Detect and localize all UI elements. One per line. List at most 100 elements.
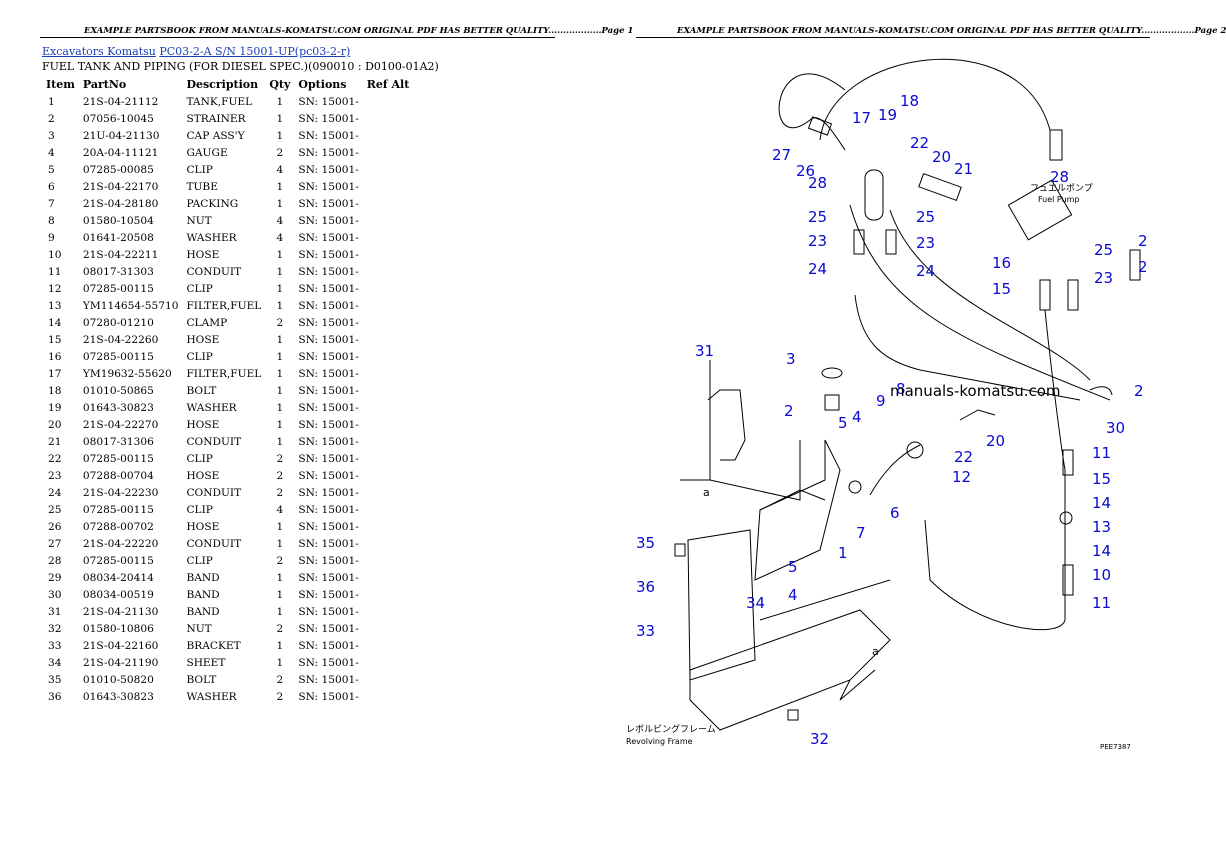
callout-25: 25 (916, 208, 935, 226)
cell-ref-alt (363, 535, 414, 552)
cell-ref-alt (363, 229, 414, 246)
view-letter-a-left: a (703, 486, 710, 499)
cell-partno: 07285-00085 (82, 163, 154, 176)
cell-ref-alt (363, 161, 414, 178)
cell-item: 19 (48, 401, 62, 414)
col-header-options: Options (298, 78, 347, 91)
page1-header: EXAMPLE PARTSBOOK FROM MANUALS-KOMATSU.C… (84, 26, 634, 36)
filter-17-body (864, 169, 884, 221)
callout-4: 4 (852, 408, 862, 426)
cell-options: SN: 15001- (298, 282, 359, 295)
gauge-4 (848, 480, 862, 494)
breadcrumb-link-excavators[interactable]: Excavators Komatsu (42, 45, 156, 58)
cell-description: CLIP (186, 350, 213, 363)
cell-description: CAP ASS'Y (186, 129, 245, 142)
cell-item: 34 (48, 656, 62, 669)
cell-qty: 1 (276, 418, 284, 431)
col-header-description: Description (186, 78, 259, 91)
cell-partno: 07285-00115 (82, 503, 154, 516)
cell-description: CONDUIT (186, 486, 242, 499)
hose-23-left (853, 229, 865, 255)
callout-34: 34 (746, 594, 765, 612)
cell-options: SN: 15001- (298, 520, 359, 533)
cell-qty: 1 (276, 656, 284, 669)
hose-line-a (849, 204, 1111, 401)
filter-13 (1059, 511, 1073, 525)
cell-description: NUT (186, 214, 212, 227)
cell-partno: 21S-04-22270 (82, 418, 159, 431)
cell-qty: 1 (276, 435, 284, 448)
breadcrumb-link-model[interactable]: PC03-2-A S/N 15001-UP(pc03-2-r) (159, 45, 351, 58)
cell-item: 21 (48, 435, 62, 448)
cell-partno: YM19632-55620 (82, 367, 172, 380)
cell-description: CLIP (186, 163, 213, 176)
cell-options: SN: 15001- (298, 231, 359, 244)
cell-options: SN: 15001- (298, 452, 359, 465)
cell-item: 26 (48, 520, 62, 533)
cell-description: BAND (186, 588, 220, 601)
parts-table: Item PartNo Description Qty Options Ref … (42, 76, 413, 705)
frame-label-jp: レボルビングフレーム (626, 723, 716, 735)
cell-options: SN: 15001- (298, 435, 359, 448)
cell-ref-alt (363, 93, 414, 110)
cell-partno: 07280-01210 (82, 316, 154, 329)
cell-partno: 21S-04-21190 (82, 656, 159, 669)
cell-qty: 1 (276, 537, 284, 550)
cell-description: WASHER (186, 690, 237, 703)
nut-32 (787, 709, 799, 721)
cell-description: WASHER (186, 231, 237, 244)
cell-qty: 2 (276, 673, 284, 686)
cell-partno: 07288-00704 (82, 469, 154, 482)
cell-qty: 2 (276, 452, 284, 465)
callout-22: 22 (954, 448, 973, 466)
callout-17: 17 (852, 109, 871, 127)
cell-ref-alt (363, 127, 414, 144)
cell-qty: 1 (276, 520, 284, 533)
cell-description: HOSE (186, 333, 220, 346)
col-header-partno: PartNo (82, 78, 127, 91)
cell-ref-alt (363, 399, 414, 416)
cell-description: BOLT (186, 673, 217, 686)
cell-options: SN: 15001- (298, 248, 359, 261)
hose-23-right (1067, 279, 1079, 311)
callout-24: 24 (916, 262, 935, 280)
cell-description: BAND (186, 605, 220, 618)
callout-11: 11 (1092, 594, 1111, 612)
cell-item: 23 (48, 469, 62, 482)
cell-options: SN: 15001- (298, 384, 359, 397)
callout-23: 23 (1094, 269, 1113, 287)
cell-qty: 4 (276, 231, 284, 244)
cell-qty: 1 (276, 299, 284, 312)
cell-partno: 21S-04-22211 (82, 248, 159, 261)
conduit-line-arc (819, 58, 1051, 141)
cell-qty: 1 (276, 384, 284, 397)
fuel-tank-1 (754, 439, 841, 581)
cell-partno: 01580-10504 (82, 214, 154, 227)
cell-description: STRAINER (186, 112, 246, 125)
cell-item: 20 (48, 418, 62, 431)
cell-qty: 1 (276, 571, 284, 584)
cell-options: SN: 15001- (298, 639, 359, 652)
frame-rail (759, 579, 891, 621)
callout-11: 11 (1092, 444, 1111, 462)
cell-item: 18 (48, 384, 62, 397)
cell-qty: 2 (276, 554, 284, 567)
cell-description: WASHER (186, 401, 237, 414)
cell-partno: 08034-00519 (82, 588, 154, 601)
callout-23: 23 (808, 232, 827, 250)
cell-partno: 07056-10045 (82, 112, 154, 125)
page-title: FUEL TANK AND PIPING (FOR DIESEL SPEC.)(… (42, 60, 439, 73)
cell-qty: 1 (276, 333, 284, 346)
cell-ref-alt (363, 178, 414, 195)
cell-ref-alt (363, 467, 414, 484)
cell-ref-alt (363, 586, 414, 603)
callout-35: 35 (636, 534, 655, 552)
ref-line-a (680, 360, 711, 481)
